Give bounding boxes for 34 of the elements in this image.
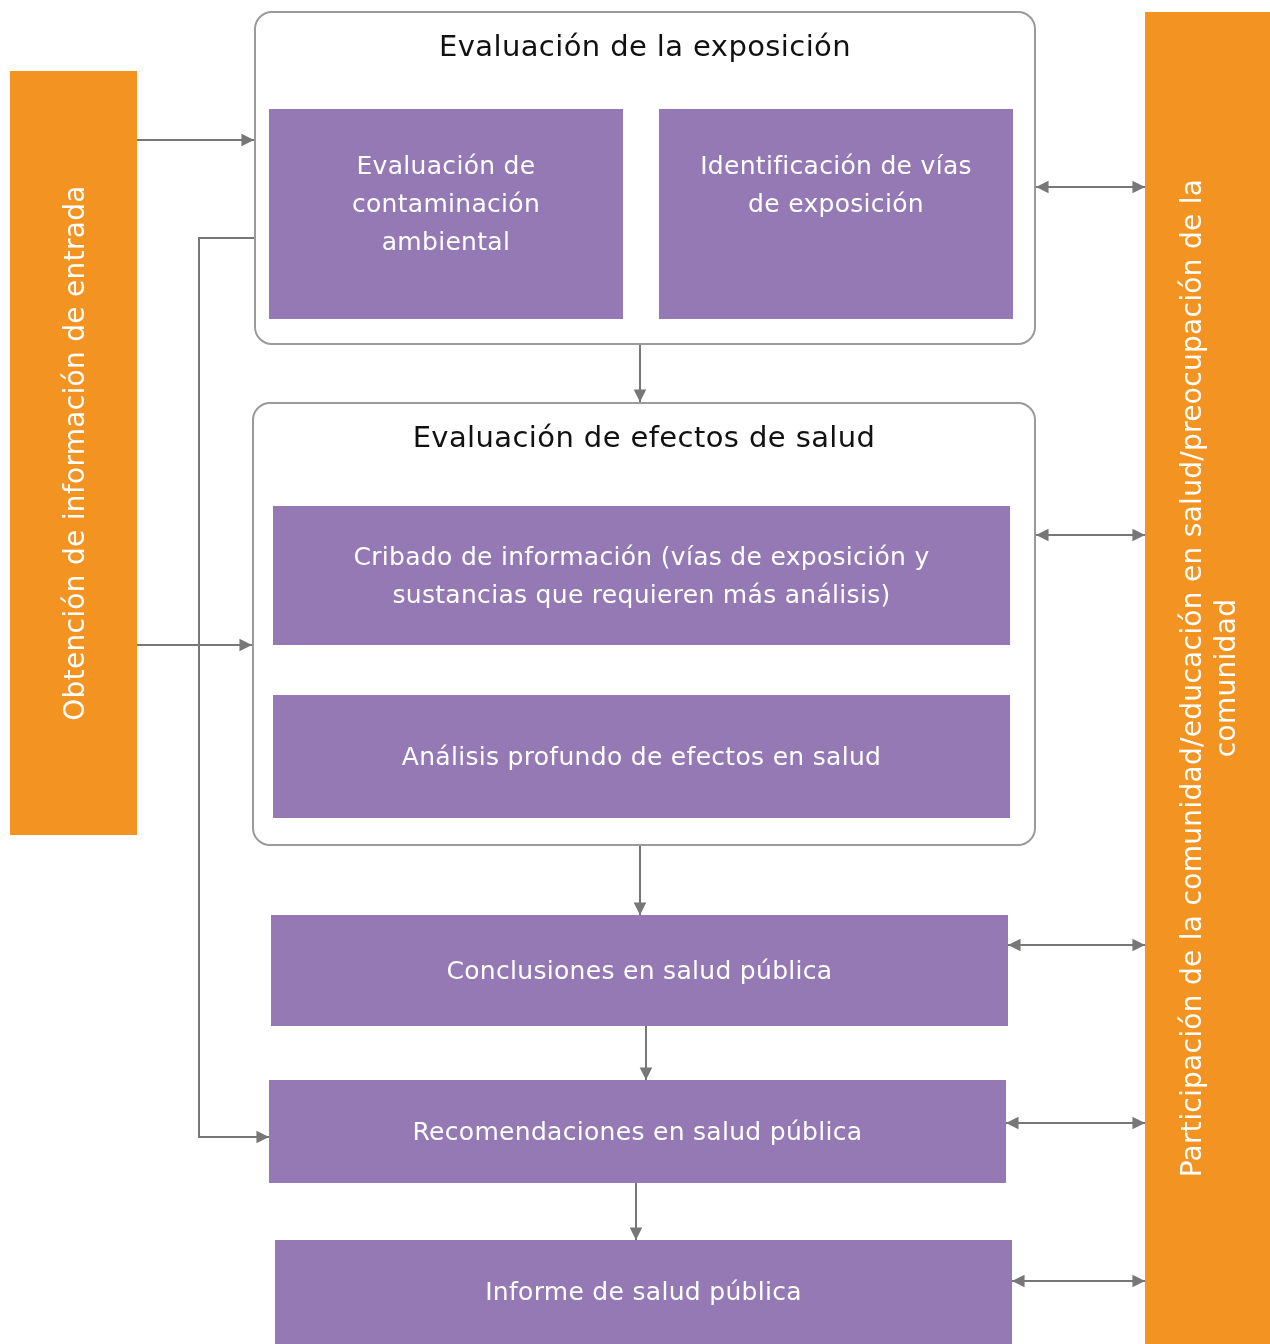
box-label: Conclusiones en salud pública xyxy=(446,954,833,987)
arrow xyxy=(1005,1116,1146,1130)
process-box xyxy=(273,695,1010,818)
arrow xyxy=(136,638,253,652)
arrow xyxy=(136,133,255,147)
process-box xyxy=(273,506,1010,645)
banner-label: Participación de la comunidad/educación en salud/preocupación de la comunidad xyxy=(1173,177,1242,1180)
arrow xyxy=(639,1025,653,1081)
process-box xyxy=(271,915,1008,1026)
process-box xyxy=(659,109,1013,319)
process-box xyxy=(269,109,623,319)
group-title: Evaluación de efectos de salud xyxy=(411,420,877,454)
box-label: Identificación de vías de exposición xyxy=(699,150,973,220)
group-title: Evaluación de la exposición xyxy=(437,29,853,63)
box-label: Evaluación de contaminación ambiental xyxy=(350,150,542,258)
arrow xyxy=(633,845,647,916)
arrow xyxy=(1011,1274,1146,1288)
side-banner xyxy=(10,71,137,835)
arrow xyxy=(198,237,270,1144)
box-label: Análisis profundo de efectos en salud xyxy=(401,740,882,773)
box-label: Recomendaciones en salud pública xyxy=(412,1115,863,1148)
group-box xyxy=(252,402,1036,846)
side-banner xyxy=(1145,12,1270,1344)
arrow xyxy=(1035,528,1146,542)
arrow xyxy=(1035,180,1146,194)
banner-label: Obtención de información de entrada xyxy=(56,185,91,721)
arrow xyxy=(633,344,647,403)
box-label: Cribado de información (vías de exposición y sustancias que requieren más análisis) xyxy=(352,540,931,611)
group-box xyxy=(254,11,1036,345)
arrow xyxy=(1007,938,1146,952)
arrow xyxy=(629,1182,643,1241)
box-label: Informe de salud pública xyxy=(485,1276,802,1308)
process-box xyxy=(269,1080,1006,1183)
process-box xyxy=(275,1240,1012,1344)
